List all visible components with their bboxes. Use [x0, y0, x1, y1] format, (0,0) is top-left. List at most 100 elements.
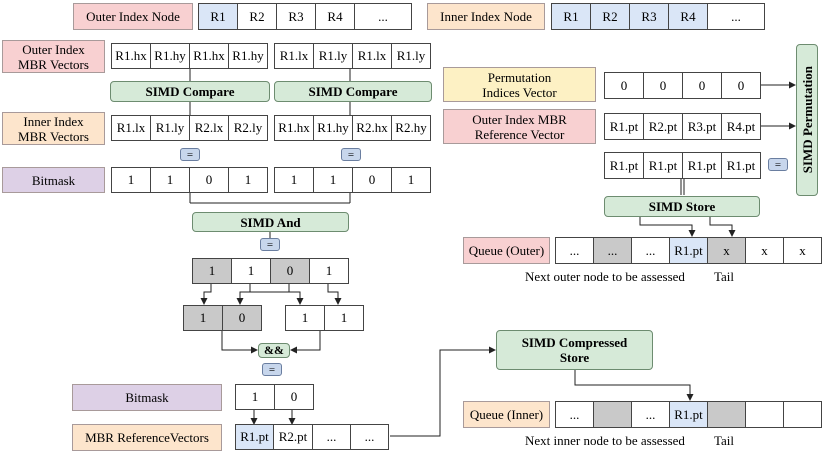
- queue-cell: [745, 401, 784, 428]
- mbr-cell: R2.ly: [228, 115, 268, 141]
- simd-compressed-store-line2: Store: [559, 350, 590, 365]
- outer-node-cell: ...: [354, 3, 412, 30]
- simd-compare-2: SIMD Compare: [274, 81, 432, 102]
- queue-inner-label: Queue (Inner): [463, 401, 550, 428]
- permutation-label-line2: Indices Vector: [482, 84, 557, 100]
- bit-cell: 1: [183, 305, 223, 331]
- bit-cell: 0: [352, 167, 392, 193]
- simd-compare-1: SIMD Compare: [110, 81, 270, 102]
- inner-node-cell: R4: [668, 3, 708, 30]
- bit-cell: 1: [309, 258, 349, 284]
- inner-node-cell: R1: [551, 3, 591, 30]
- simd-and: SIMD And: [192, 212, 349, 232]
- perm-cell: 0: [604, 72, 644, 99]
- queue-cell: ...: [631, 401, 670, 428]
- split-right: 1 1: [285, 305, 364, 331]
- queue-outer-caption-next: Next outer node to be assessed: [525, 269, 685, 284]
- outer-ref-cells: R1.pt R2.pt R3.pt R4.pt: [604, 113, 761, 140]
- bit-cell: 1: [111, 167, 151, 193]
- mbr-cell: R2.hx: [352, 115, 392, 141]
- outer-mbr-group2: R1.lx R1.ly R1.lx R1.ly: [274, 43, 431, 69]
- mbr-cell: R1.hy: [313, 115, 353, 141]
- mbr-cell: R1.lx: [352, 43, 392, 69]
- inner-node-cell: R3: [629, 3, 669, 30]
- mbr-cell: R1.hy: [228, 43, 268, 69]
- and-result: 1 1 0 1: [192, 258, 349, 284]
- bit-cell: 1: [274, 167, 314, 193]
- mbr-reference-cells: R1.pt R2.pt ... ...: [235, 424, 389, 450]
- ref-cell: R1.pt: [721, 152, 761, 179]
- inner-mbr-label: Inner Index MBR Vectors: [2, 112, 105, 145]
- bit-cell: 1: [150, 167, 190, 193]
- mbr-cell: R2.lx: [189, 115, 229, 141]
- mbr-cell: R1.lx: [274, 43, 314, 69]
- bit-cell: 1: [391, 167, 431, 193]
- bit-cell: 0: [274, 384, 314, 410]
- ref-cell: R1.pt: [604, 152, 644, 179]
- bit-cell: 1: [324, 305, 364, 331]
- permutation-cells: 0 0 0 0: [604, 72, 761, 99]
- outer-ref-label-line1: Outer Index MBR: [472, 111, 567, 127]
- ref-cell: R3.pt: [682, 113, 722, 140]
- outer-mbr-label-line2: MBR Vectors: [18, 56, 89, 72]
- bit-cell: 0: [270, 258, 310, 284]
- equals-badge: =: [341, 148, 361, 161]
- queue-cell: R1.pt: [669, 237, 708, 264]
- bit-cell: 1: [228, 167, 268, 193]
- perm-cell: 0: [721, 72, 761, 99]
- ref-cell: R2.pt: [273, 424, 313, 450]
- ref-cell: R1.pt: [235, 424, 274, 450]
- equals-badge: =: [180, 148, 200, 161]
- bit-cell: 1: [285, 305, 325, 331]
- inner-mbr-group1: R1.lx R1.ly R2.lx R2.ly: [111, 115, 268, 141]
- ref-cell: R1.pt: [604, 113, 644, 140]
- mbr-cell: R1.hx: [189, 43, 229, 69]
- queue-inner-caption-next: Next inner node to be assessed: [525, 433, 685, 448]
- mbr-cell: R1.ly: [150, 115, 190, 141]
- mbr-cell: R1.hy: [150, 43, 190, 69]
- queue-outer-cells: ... ... ... R1.pt x x x: [555, 237, 822, 264]
- queue-cell: x: [745, 237, 784, 264]
- and-and-operator: &&: [258, 343, 290, 358]
- bitmask-bottom-label: Bitmask: [72, 384, 222, 411]
- outer-ref-label: Outer Index MBR Reference Vector: [443, 109, 596, 144]
- bitmask-top-group1: 1 1 0 1: [111, 167, 268, 193]
- queue-outer-label: Queue (Outer): [463, 237, 550, 264]
- bit-cell: 1: [192, 258, 232, 284]
- outer-mbr-label-line1: Outer Index: [22, 41, 85, 57]
- queue-cell: ...: [593, 237, 632, 264]
- mbr-cell: R2.hy: [391, 115, 431, 141]
- outer-node-cell: R2: [237, 3, 277, 30]
- queue-cell: x: [707, 237, 746, 264]
- ref-cell: ...: [312, 424, 351, 450]
- permutation-label: Permutation Indices Vector: [443, 67, 596, 102]
- queue-outer-caption-tail: Tail: [714, 269, 735, 284]
- bit-cell: 1: [235, 384, 275, 410]
- simd-permutation-text: SIMD Permutation: [799, 66, 815, 174]
- bitmask-top-label: Bitmask: [2, 167, 105, 193]
- mbr-cell: R1.lx: [111, 115, 151, 141]
- queue-cell: ...: [555, 401, 594, 428]
- bit-cell: 0: [222, 305, 262, 331]
- inner-mbr-group2: R1.hx R1.hy R2.hx R2.hy: [274, 115, 431, 141]
- inner-mbr-label-line1: Inner Index: [23, 113, 84, 129]
- outer-node-cell: R3: [276, 3, 316, 30]
- inner-node-cell: R2: [590, 3, 630, 30]
- mbr-reference-label: MBR ReferenceVectors: [72, 424, 222, 451]
- outer-index-node-cells: R1 R2 R3 R4 ...: [198, 3, 412, 30]
- mbr-cell: R1.ly: [391, 43, 431, 69]
- bit-cell: 0: [189, 167, 229, 193]
- queue-cell: ...: [631, 237, 670, 264]
- queue-cell: [783, 401, 822, 428]
- ref-cell: R2.pt: [643, 113, 683, 140]
- ref-cell: R4.pt: [721, 113, 761, 140]
- equals-badge: =: [262, 363, 282, 376]
- perm-cell: 0: [643, 72, 683, 99]
- outer-node-cell: R4: [315, 3, 355, 30]
- split-left: 1 0: [183, 305, 262, 331]
- outer-ref-label-line2: Reference Vector: [474, 126, 565, 142]
- equals-badge: =: [260, 238, 280, 251]
- queue-cell: [707, 401, 746, 428]
- outer-index-node-label: Outer Index Node: [73, 3, 193, 30]
